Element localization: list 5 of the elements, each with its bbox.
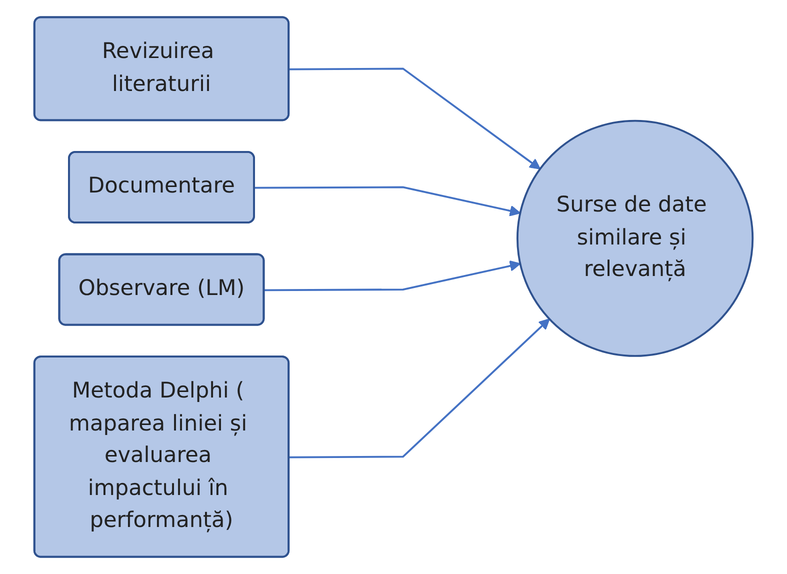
arrow bbox=[289, 318, 550, 458]
arrow bbox=[289, 68, 541, 170]
node-circle: Surse de date similare și relevanță bbox=[516, 120, 754, 357]
arrow bbox=[254, 186, 521, 216]
arrow bbox=[264, 260, 521, 292]
